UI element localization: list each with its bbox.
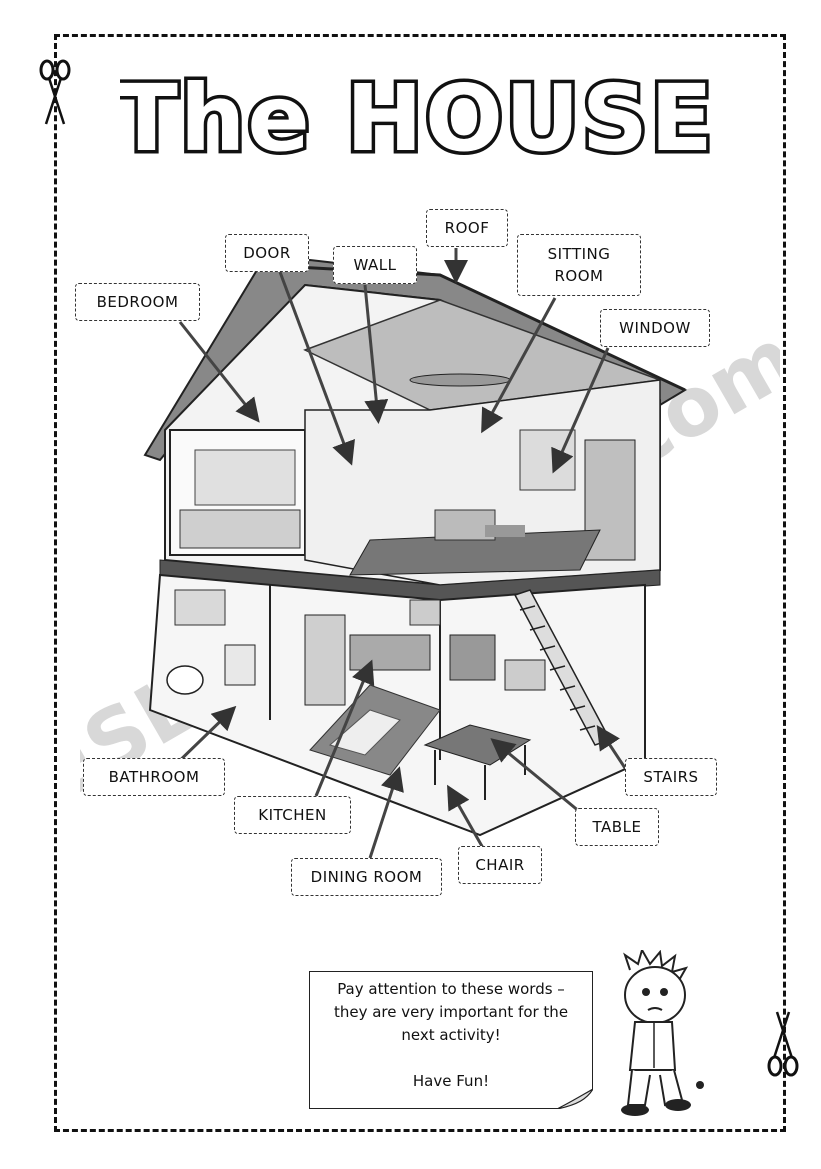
label-window: WINDOW: [600, 309, 710, 347]
note-line: next activity!: [401, 1026, 501, 1044]
label-stairs: STAIRS: [625, 758, 717, 796]
dashed-cut-border: [54, 34, 786, 1132]
page-title: The HOUSE: [120, 62, 710, 172]
label-chair: CHAIR: [458, 846, 542, 884]
page-curl-icon: [557, 1089, 593, 1109]
label-door: DOOR: [225, 234, 309, 272]
label-kitchen: KITCHEN: [234, 796, 351, 834]
label-wall: WALL: [333, 246, 417, 284]
page-title-text: The HOUSE: [120, 65, 710, 172]
label-roof: ROOF: [426, 209, 508, 247]
scissors-icon: [767, 1011, 799, 1077]
label-dining-room: DINING ROOM: [291, 858, 442, 896]
note-line: Have Fun!: [412, 1072, 490, 1090]
note-line: Pay attention to these words –: [337, 980, 565, 998]
note-line: they are very important for the: [333, 1003, 569, 1021]
label-table: TABLE: [575, 808, 659, 846]
scissors-icon: [39, 59, 71, 125]
instruction-note: Pay attention to these words – they are …: [309, 971, 593, 1109]
label-bedroom: BEDROOM: [75, 283, 200, 321]
boy-illustration: [621, 950, 704, 1116]
label-bathroom: BATHROOM: [83, 758, 225, 796]
